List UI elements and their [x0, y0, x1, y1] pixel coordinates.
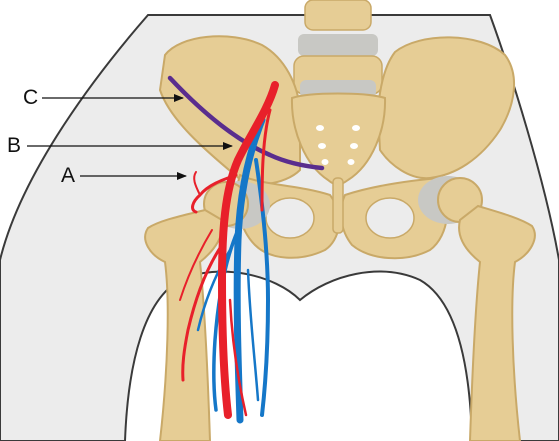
lumbar-spine [294, 0, 382, 98]
label-b: B [7, 135, 21, 156]
label-a: A [61, 165, 75, 186]
label-c: C [23, 87, 38, 108]
